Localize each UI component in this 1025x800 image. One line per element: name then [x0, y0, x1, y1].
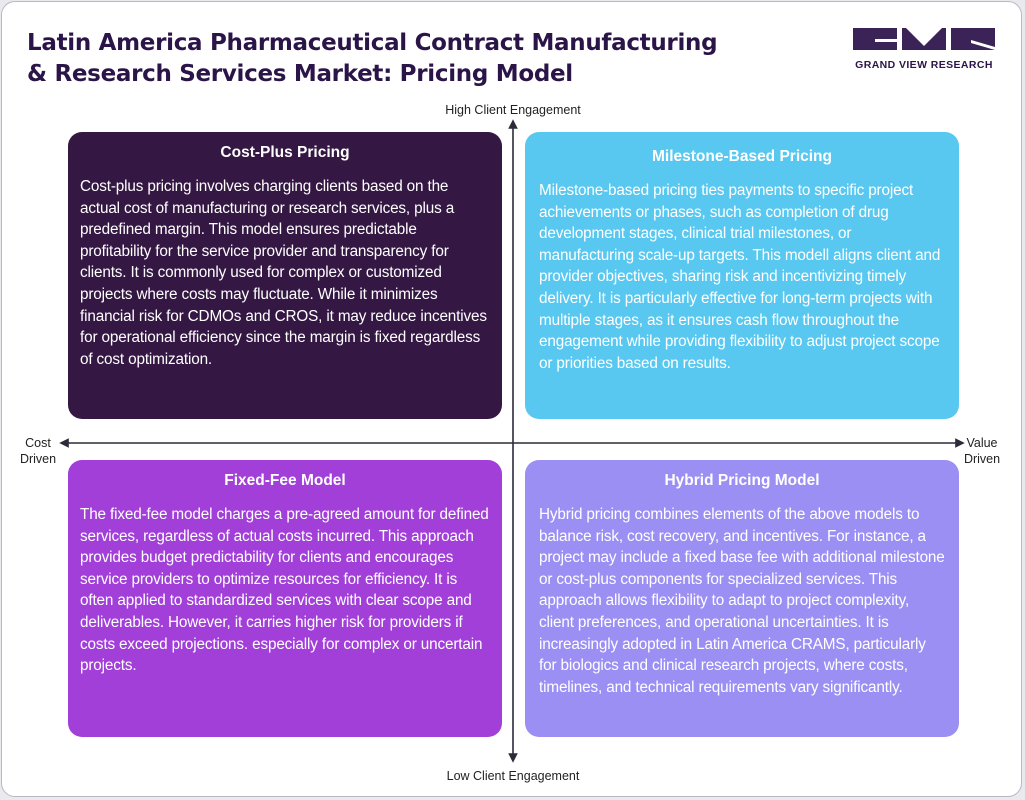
- quadrant-text: Milestone-based pricing ties payments to…: [539, 182, 941, 372]
- quadrant-text: The fixed-fee model charges a pre-agreed…: [80, 506, 489, 675]
- brand-logo: GRAND VIEW RESEARCH: [853, 28, 995, 72]
- title-line-1: Latin America Pharmaceutical Contract Ma…: [27, 30, 718, 56]
- logo-mark-icon: [853, 28, 995, 50]
- quadrant-title: Cost-Plus Pricing: [220, 144, 350, 161]
- axis-label-left: Cost Driven: [18, 435, 58, 467]
- quadrant-title: Fixed-Fee Model: [224, 472, 346, 489]
- page-title: Latin America Pharmaceutical Contract Ma…: [27, 28, 787, 90]
- quadrant-hybrid-pricing: Hybrid Pricing Model Hybrid pricing comb…: [525, 460, 959, 737]
- axis-label-right-line2: Driven: [963, 452, 1001, 466]
- quadrant-title: Hybrid Pricing Model: [664, 472, 820, 489]
- quadrant-cost-plus: Cost-Plus Pricing Cost-plus pricing invo…: [68, 132, 502, 419]
- axis-label-left-line2: Driven: [19, 452, 57, 466]
- axis-label-top: High Client Engagement: [445, 103, 581, 117]
- axis-label-right: Value Driven: [962, 435, 1002, 467]
- axis-label-bottom: Low Client Engagement: [446, 769, 580, 783]
- logo-text: GRAND VIEW RESEARCH: [855, 59, 993, 71]
- quadrant-title: Milestone-Based Pricing: [651, 148, 832, 165]
- quadrant-text: Hybrid pricing combines elements of the …: [539, 506, 945, 696]
- axis-label-left-line1: Cost: [25, 436, 51, 450]
- quadrant-milestone-based: Milestone-Based Pricing Milestone-based …: [525, 132, 959, 419]
- axis-label-right-line1: Value: [966, 436, 998, 450]
- title-line-2: & Research Services Market: Pricing Mode…: [27, 61, 573, 87]
- quadrant-text: Cost-plus pricing involves charging clie…: [80, 178, 487, 368]
- quadrant-fixed-fee: Fixed-Fee Model The fixed-fee model char…: [68, 460, 502, 737]
